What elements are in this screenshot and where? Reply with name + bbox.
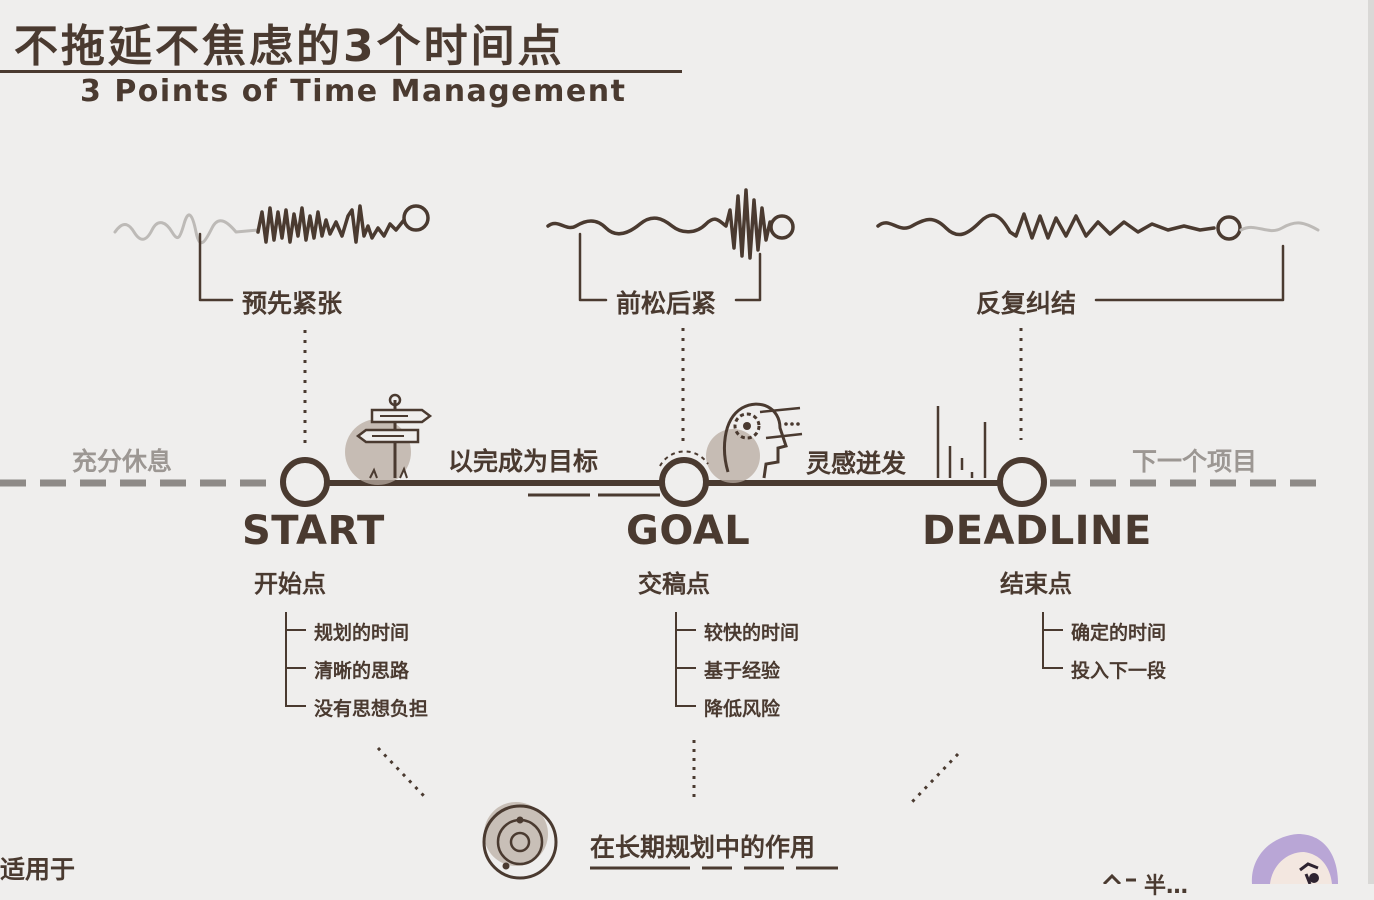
scrollbar-edge[interactable] [1368, 0, 1374, 884]
label-rest: 充分休息 [72, 447, 173, 476]
wave-label-pre-tension: 预先紧张 [242, 289, 343, 318]
goal-item: 基于经验 [704, 660, 781, 682]
goal-item: 降低风险 [704, 698, 781, 720]
wave-pre-tension [113, 204, 430, 302]
head-gear-icon [706, 402, 803, 483]
start-item: 清晰的思路 [314, 660, 410, 682]
deadline-items-bracket [1042, 612, 1063, 669]
signpost-icon [345, 393, 433, 485]
deadline-node [997, 457, 1047, 507]
goal-node [659, 450, 709, 507]
milestone-start-title: START [242, 508, 385, 554]
long-term-label: 在长期规划中的作用 [590, 833, 816, 862]
signature-label: 半… [1144, 874, 1189, 899]
label-segment-goal: 以完成为目标 [448, 447, 599, 476]
page-subtitle: 3 Points of Time Management [80, 74, 627, 109]
milestone-deadline-title: DEADLINE [922, 508, 1152, 554]
avatar-illustration [1251, 834, 1338, 884]
deadline-item: 投入下一段 [1071, 660, 1167, 682]
label-next-project: 下一个项目 [1132, 447, 1258, 476]
converge-left [376, 746, 426, 798]
milestone-deadline-cn: 结束点 [1000, 570, 1072, 598]
label-segment-inspiration: 灵感迸发 [806, 449, 907, 478]
goal-items-bracket [675, 612, 696, 707]
wave-repeated-struggle [876, 212, 1320, 302]
applies-to-label: 适用于 [0, 855, 76, 884]
start-item: 规划的时间 [314, 622, 410, 644]
inspiration-lines-icon [936, 406, 987, 478]
goal-item: 较快的时间 [704, 622, 800, 644]
milestone-start-cn: 开始点 [254, 570, 326, 598]
deadline-item: 确定的时间 [1071, 622, 1167, 644]
converge-right [910, 752, 960, 804]
start-node [280, 457, 330, 507]
orbit-icon [482, 802, 558, 880]
start-items-bracket [285, 612, 306, 707]
wave-loose-then-tight [546, 188, 795, 302]
title-underline [0, 70, 682, 73]
start-item: 没有思想负担 [314, 698, 429, 720]
milestone-goal-cn: 交稿点 [638, 570, 710, 598]
signature-mark [1102, 873, 1136, 884]
milestone-goal-title: GOAL [626, 508, 751, 554]
wave-label-repeated-struggle: 反复纠结 [976, 289, 1077, 318]
page-title: 不拖延不焦虑的3个时间点 [14, 21, 565, 72]
wave-label-loose-tight: 前松后紧 [616, 289, 717, 318]
